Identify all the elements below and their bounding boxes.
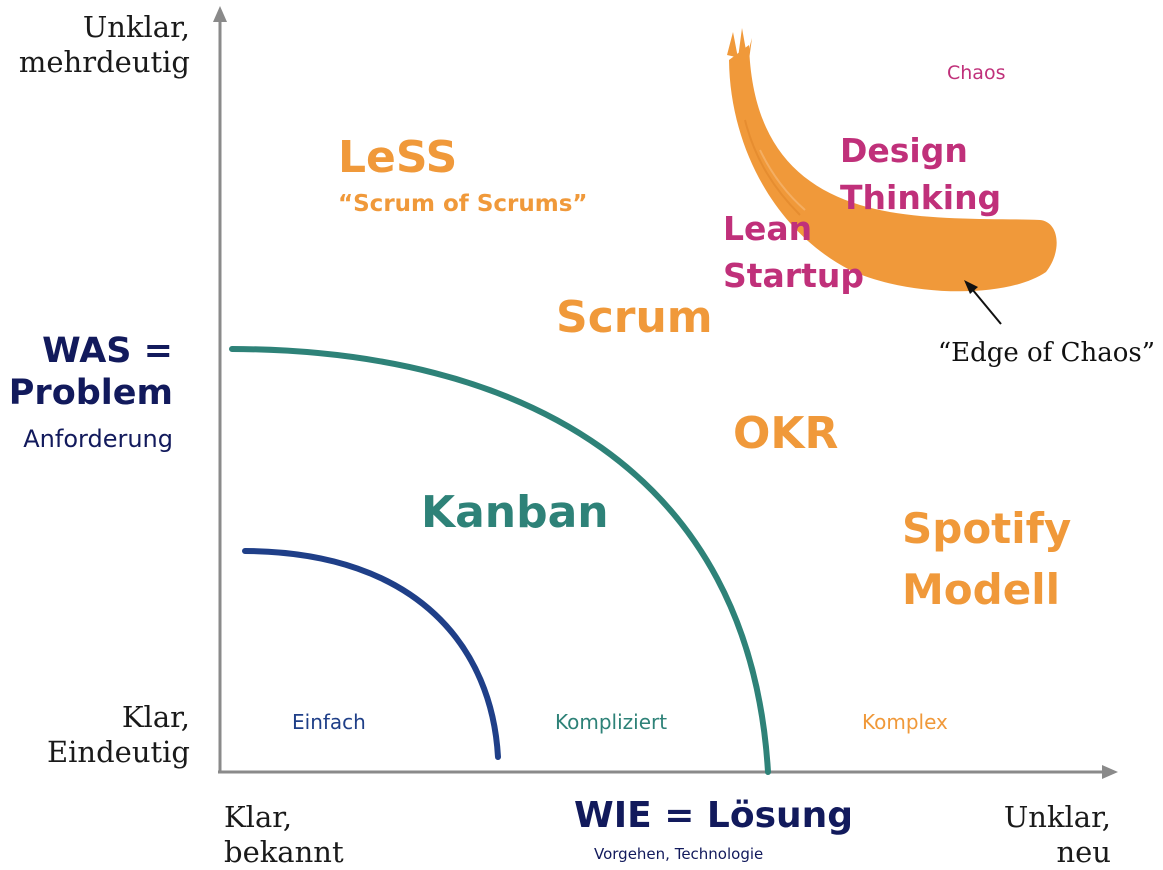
x-axis-title: WIE = Lösung — [574, 795, 854, 836]
method-design-thinking-line2: Thinking — [840, 177, 1002, 217]
method-less-subtitle: “Scrum of Scrums” — [338, 191, 588, 217]
y-axis-top-label: Unklar, mehrdeutig — [19, 10, 190, 80]
complicated-boundary-curve — [229, 346, 771, 775]
y-axis-arrowhead — [213, 6, 227, 22]
method-spotify-line1: Spotify — [902, 504, 1072, 553]
method-less: LeSS — [338, 132, 458, 183]
simple-boundary-curve — [242, 548, 501, 760]
zone-simple-label: Einfach — [292, 710, 366, 734]
x-axis-left-line2: bekannt — [224, 834, 344, 869]
method-scrum: Scrum — [556, 292, 713, 343]
method-design-thinking: Design Thinking — [840, 128, 1001, 222]
y-axis-bottom-label: Klar, Eindeutig — [47, 700, 190, 770]
y-axis-title: WAS = Problem — [9, 330, 173, 414]
edge-of-chaos-arrowhead — [964, 280, 978, 294]
method-lean-startup-line1: Lean — [723, 209, 813, 248]
x-axis-right-label: Unklar, neu — [1004, 800, 1111, 870]
x-axis-right-line2: neu — [1056, 834, 1111, 869]
method-okr: OKR — [733, 408, 839, 459]
method-lean-startup-line2: Startup — [723, 255, 864, 295]
method-lean-startup: Lean Startup — [723, 206, 864, 300]
y-axis-top-line1: Unklar, — [82, 10, 190, 44]
method-kanban: Kanban — [421, 487, 609, 538]
x-axis-subtitle: Vorgehen, Technologie — [594, 845, 764, 863]
y-axis-subtitle: Anforderung — [23, 425, 173, 453]
y-axis-title-line2: Problem — [8, 373, 173, 413]
edge-of-chaos-brushstroke — [727, 28, 1057, 292]
y-axis-bottom-line1: Klar, — [121, 700, 190, 734]
x-axis-arrowhead — [1102, 765, 1118, 779]
zone-complex-label: Komplex — [862, 710, 948, 734]
y-axis-bottom-line2: Eindeutig — [46, 734, 190, 769]
x-axis-left-line1: Klar, — [224, 800, 293, 834]
zone-complicated-label: Kompliziert — [555, 710, 668, 734]
method-spotify-line2: Modell — [902, 564, 1060, 614]
x-axis-right-line1: Unklar, — [1003, 800, 1111, 834]
method-design-thinking-line1: Design — [840, 131, 968, 170]
method-spotify-model: Spotify Modell — [902, 499, 1071, 621]
edge-of-chaos-label: “Edge of Chaos” — [937, 338, 1155, 368]
edge-of-chaos-arrow — [971, 288, 1002, 325]
x-axis-left-label: Klar, bekannt — [224, 800, 344, 870]
y-axis-title-line1: WAS = — [42, 331, 173, 371]
zone-chaos-label: Chaos — [947, 62, 1006, 84]
y-axis-top-line2: mehrdeutig — [18, 44, 190, 79]
